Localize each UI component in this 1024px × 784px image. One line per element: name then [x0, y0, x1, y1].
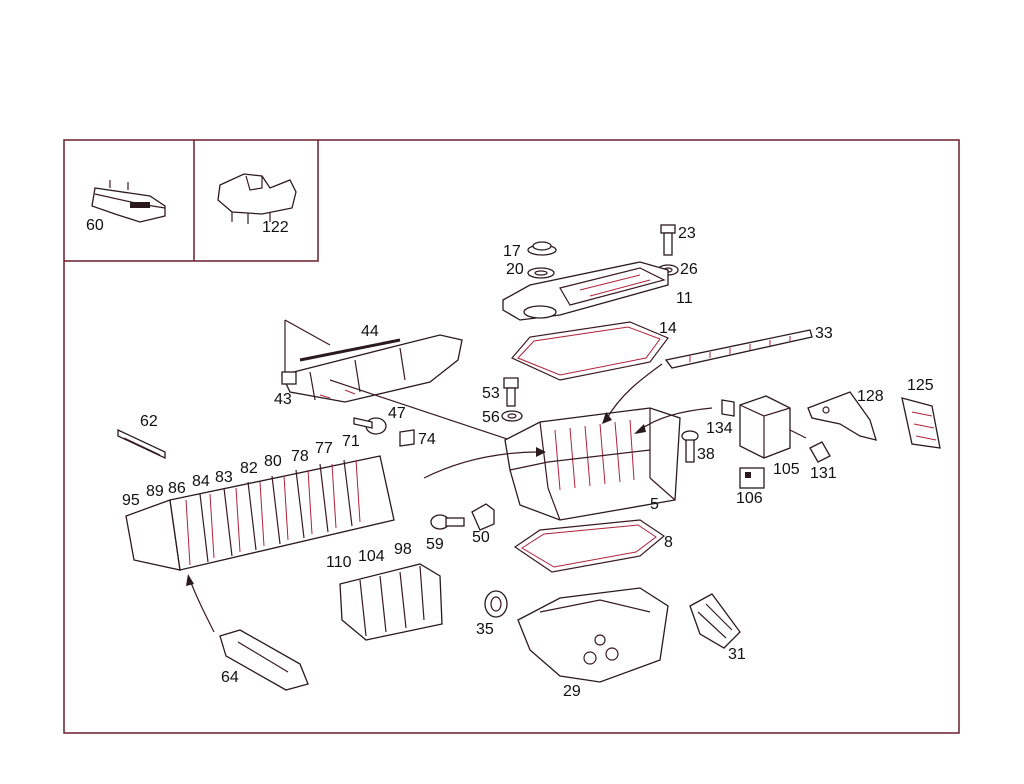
part-47-screw — [353, 417, 387, 435]
part-105-module — [739, 395, 807, 459]
label-35: 35 — [476, 621, 494, 638]
label-125: 125 — [907, 377, 934, 394]
label-53: 53 — [482, 385, 500, 402]
label-5: 5 — [650, 496, 659, 513]
label-59: 59 — [426, 536, 444, 553]
label-31: 31 — [728, 646, 746, 663]
part-122-bracket — [217, 173, 297, 224]
label-8: 8 — [664, 534, 673, 551]
label-78: 78 — [291, 448, 309, 465]
label-89: 89 — [146, 483, 164, 500]
part-56-washer — [501, 410, 523, 422]
label-80: 80 — [264, 453, 282, 470]
label-47: 47 — [388, 405, 406, 422]
label-17: 17 — [503, 243, 521, 260]
label-84: 84 — [192, 473, 210, 490]
label-105: 105 — [773, 461, 800, 478]
label-83: 83 — [215, 469, 233, 486]
label-60: 60 — [86, 217, 104, 234]
part-74-clip — [399, 429, 415, 447]
label-20: 20 — [506, 261, 524, 278]
part-60-clip — [91, 180, 166, 223]
part-134-clip — [721, 399, 735, 417]
label-77: 77 — [315, 440, 333, 457]
label-38: 38 — [697, 446, 715, 463]
part-5-fusebox — [504, 407, 681, 521]
part-35-seal — [484, 590, 508, 618]
label-122: 122 — [262, 219, 289, 236]
part-11-cover — [502, 261, 669, 321]
part-17-grommet — [527, 241, 557, 256]
label-134: 134 — [706, 420, 733, 437]
part-14-gasket — [511, 321, 669, 381]
relay-row-upper — [125, 455, 395, 571]
label-131: 131 — [810, 465, 837, 482]
label-128: 128 — [857, 388, 884, 405]
part-62-rail — [117, 428, 166, 460]
part-33-strip — [664, 329, 813, 369]
label-86: 86 — [168, 480, 186, 497]
part-29-housing — [517, 587, 669, 683]
part-20-washer — [527, 267, 555, 279]
diagram-frame — [63, 139, 960, 734]
part-64-bracket — [219, 629, 309, 691]
label-98: 98 — [394, 541, 412, 558]
label-74: 74 — [418, 431, 436, 448]
label-82: 82 — [240, 460, 258, 477]
part-43-bracket — [281, 334, 463, 403]
label-95: 95 — [122, 492, 140, 509]
part-106-relay — [739, 467, 765, 489]
label-33: 33 — [815, 325, 833, 342]
part-125-plate — [901, 397, 941, 449]
label-62: 62 — [140, 413, 158, 430]
inset-border — [64, 140, 319, 262]
part-8-gasket — [513, 519, 666, 573]
part-23-bolt — [660, 224, 676, 256]
label-71: 71 — [342, 433, 360, 450]
label-64: 64 — [221, 669, 239, 686]
label-26: 26 — [680, 261, 698, 278]
label-104: 104 — [358, 548, 385, 565]
label-44: 44 — [361, 323, 379, 340]
label-56: 56 — [482, 409, 500, 426]
relay-row-lower — [339, 563, 443, 641]
part-53-bolt — [503, 377, 519, 407]
label-29: 29 — [563, 683, 581, 700]
label-50: 50 — [472, 529, 490, 546]
label-14: 14 — [659, 320, 677, 337]
label-106: 106 — [736, 490, 763, 507]
part-38-bolt — [681, 430, 699, 463]
label-23: 23 — [678, 225, 696, 242]
part-31-boot — [689, 593, 741, 649]
part-59-bolt — [430, 514, 465, 530]
label-43: 43 — [274, 391, 292, 408]
part-44-rod — [284, 319, 401, 378]
part-131-clip — [809, 441, 831, 463]
part-50-bracket — [471, 503, 495, 531]
label-110: 110 — [326, 554, 352, 571]
label-11: 11 — [676, 290, 693, 307]
part-128-bracket — [807, 391, 877, 441]
